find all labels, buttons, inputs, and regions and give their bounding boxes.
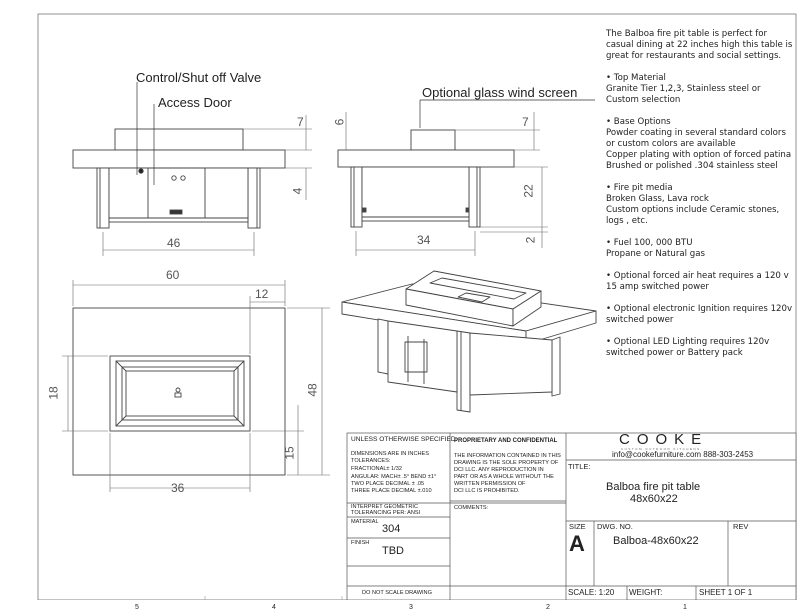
rev-label: REV — [733, 522, 749, 531]
do-not-scale: DO NOT SCALE DRAWING — [362, 590, 432, 596]
dim-side-top-depth: 7 — [522, 115, 529, 129]
sheet-border — [37, 13, 797, 600]
size-value: A — [569, 531, 585, 556]
side-view — [337, 129, 515, 228]
interpret-line: INTERPRET GEOMETRIC — [351, 504, 419, 510]
dim-front-width: 46 — [167, 236, 181, 250]
interpret-line: TOLERANCING PER: ANSI — [351, 510, 421, 516]
valve-callout: Control/Shut off Valve — [136, 70, 262, 85]
tolerance-line: THREE PLACE DECIMAL ±.010 — [351, 488, 432, 494]
comments-label: COMMENTS: — [454, 505, 489, 511]
tolerance-line: TWO PLACE DECIMAL ± .05 — [351, 481, 425, 487]
unless-specified: UNLESS OTHERWISE SPECIFIED: — [351, 436, 458, 443]
zone-label: 2 — [546, 604, 550, 611]
zone-label: 1 — [683, 604, 687, 611]
proprietary-line: THE INFORMATION CONTAINED IN THIS — [454, 453, 561, 459]
access-door-callout: Access Door — [158, 95, 232, 110]
dwg-no-label: DWG. NO. — [597, 522, 633, 531]
dim-side-height: 22 — [521, 184, 536, 198]
dim-side-screen: 6 — [332, 118, 347, 126]
note-fire-pit-media: • Fire pit media Broken Glass, Lava rock… — [606, 183, 780, 226]
dim-top-burner-width: 36 — [171, 481, 185, 495]
dim-top-depth: 48 — [305, 383, 320, 397]
zone-label: 3 — [409, 604, 413, 611]
note-led: • Optional LED Lighting requires 120v sw… — [606, 337, 770, 358]
proprietary-line: DRAWING IS THE SOLE PROPERTY OF — [454, 460, 559, 466]
drawing-title-size: 48x60x22 — [630, 493, 678, 505]
weight-label: WEIGHT: — [629, 588, 663, 597]
proprietary-line: DCI LLC IS PROHIBITED. — [454, 488, 520, 494]
note-ignition: • Optional electronic Ignition requires … — [606, 304, 793, 325]
note-top-material: • Top Material Granite Tier 1,2,3, Stain… — [606, 73, 761, 105]
zone-label: 5 — [135, 604, 139, 611]
scale-value: SCALE: 1:20 — [568, 588, 615, 597]
title-label: TITLE: — [568, 462, 591, 471]
tolerance-line: ANGULAR: MACH± .5° BEND ±1° — [351, 474, 437, 480]
dim-front-height: 4 — [290, 187, 305, 195]
note-base-options: • Base Options Powder coating in several… — [606, 117, 792, 171]
tolerance-line: DIMENSIONS ARE IN INCHES — [351, 451, 430, 457]
proprietary-line: PART OR AS A WHOLE WITHOUT THE — [454, 474, 554, 480]
top-view — [72, 307, 286, 476]
dwg-no-value: Balboa-48x60x22 — [613, 535, 699, 547]
note-intro: The Balboa fire pit table is perfect for… — [606, 29, 793, 61]
company-logo: COOKE — [619, 431, 709, 448]
proprietary-line: DCI LLC. ANY REPRODUCTION IN — [454, 467, 544, 473]
tolerance-line: TOLERANCES: — [351, 458, 391, 464]
note-fuel: • Fuel 100, 000 BTU Propane or Natural g… — [606, 238, 705, 259]
tolerance-line: FRACTIONAL± 1/32 — [351, 466, 402, 472]
front-dimensions — [102, 115, 312, 256]
isometric-view — [341, 270, 597, 413]
size-label: SIZE — [569, 522, 586, 531]
finish-value: TBD — [382, 545, 404, 557]
material-value: 304 — [382, 523, 401, 535]
finish-label: FINISH — [351, 540, 370, 546]
dim-top-width: 60 — [166, 268, 180, 282]
proprietary-line: WRITTEN PERMISSION OF — [454, 481, 526, 487]
note-forced-air: • Optional forced air heat requires a 12… — [606, 271, 789, 292]
dim-top-burner-depth: 18 — [46, 386, 61, 400]
title-block — [346, 432, 797, 600]
dim-top-lower-offset: 15 — [282, 446, 297, 460]
sheet-number: SHEET 1 OF 1 — [699, 588, 753, 597]
material-label: MATERIAL — [351, 519, 379, 525]
front-view — [72, 128, 286, 229]
dim-side-width: 34 — [417, 233, 431, 247]
dim-side-leg-foot: 2 — [523, 236, 538, 244]
top-dimensions — [62, 280, 330, 492]
proprietary-title: PROPRIETARY AND CONFIDENTIAL — [454, 438, 558, 444]
product-notes: The Balboa fire pit table is perfect for… — [606, 29, 794, 370]
wind-screen-callout: Optional glass wind screen — [422, 85, 578, 100]
zone-label: 4 — [272, 604, 276, 611]
dim-front-top-depth: 7 — [297, 115, 304, 129]
company-tagline: CUSTOM OUTDOOR KITCHENS — [621, 447, 701, 451]
side-dimensions — [345, 112, 548, 256]
dim-top-inner-offset: 12 — [255, 287, 269, 301]
drawing-title: Balboa fire pit table — [606, 481, 701, 493]
contact-info: info@cookefurniture.com 888-303-2453 — [612, 450, 754, 459]
